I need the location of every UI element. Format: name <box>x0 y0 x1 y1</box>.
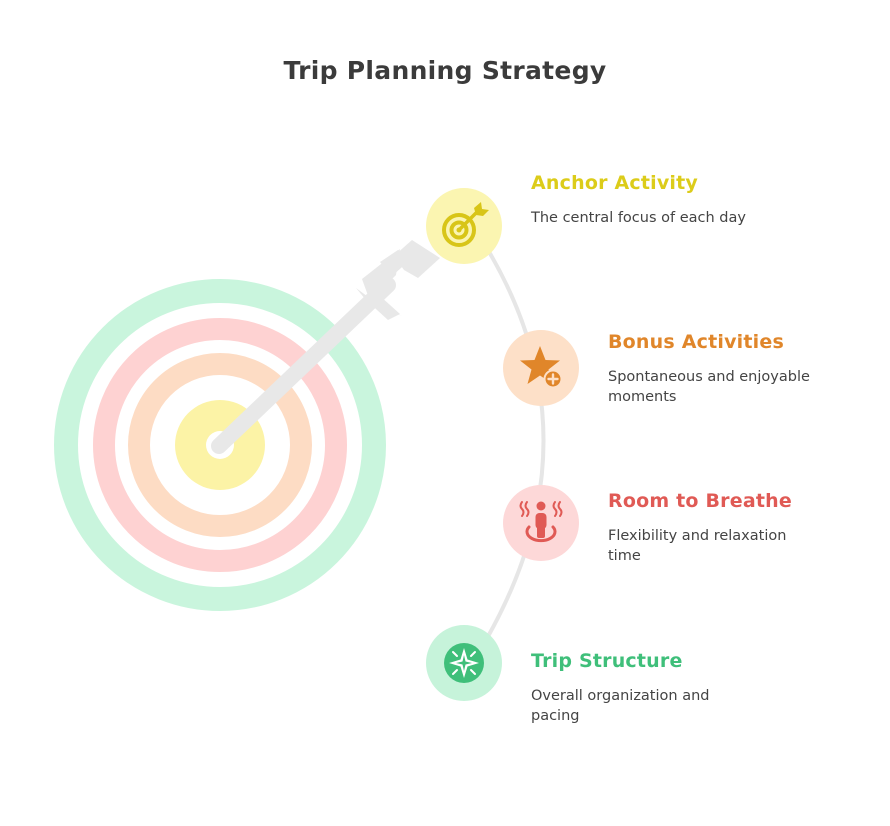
anchor-icon-circle <box>426 188 502 264</box>
anchor-activity-description: The central focus of each day <box>531 210 746 226</box>
bullseye-target <box>54 279 386 611</box>
second-ring <box>93 318 347 572</box>
bonus-icon-circle <box>503 330 579 406</box>
compass-icon <box>444 643 484 683</box>
room-to-breathe-description: Flexibility and relaxation time <box>608 528 787 564</box>
outer-ring <box>54 279 386 611</box>
diagram-title: Trip Planning Strategy <box>283 56 607 85</box>
star-plus-icon <box>520 346 563 389</box>
room-to-breathe-title: Room to Breathe <box>608 490 792 512</box>
third-ring <box>128 353 312 537</box>
bonus-activities-title: Bonus Activities <box>608 331 784 353</box>
arrow <box>211 240 440 454</box>
person-relax-icon <box>519 501 563 543</box>
trip-structure-description: Overall organization and pacing <box>531 688 710 724</box>
breathe-icon-circle <box>503 485 579 561</box>
connector-arc <box>484 248 546 642</box>
bonus-activities-description: Spontaneous and enjoyable moments <box>608 369 810 405</box>
trip-structure-title: Trip Structure <box>531 650 683 672</box>
target-icon <box>442 202 489 247</box>
structure-icon-circle <box>426 625 502 701</box>
anchor-activity-title: Anchor Activity <box>531 172 698 194</box>
